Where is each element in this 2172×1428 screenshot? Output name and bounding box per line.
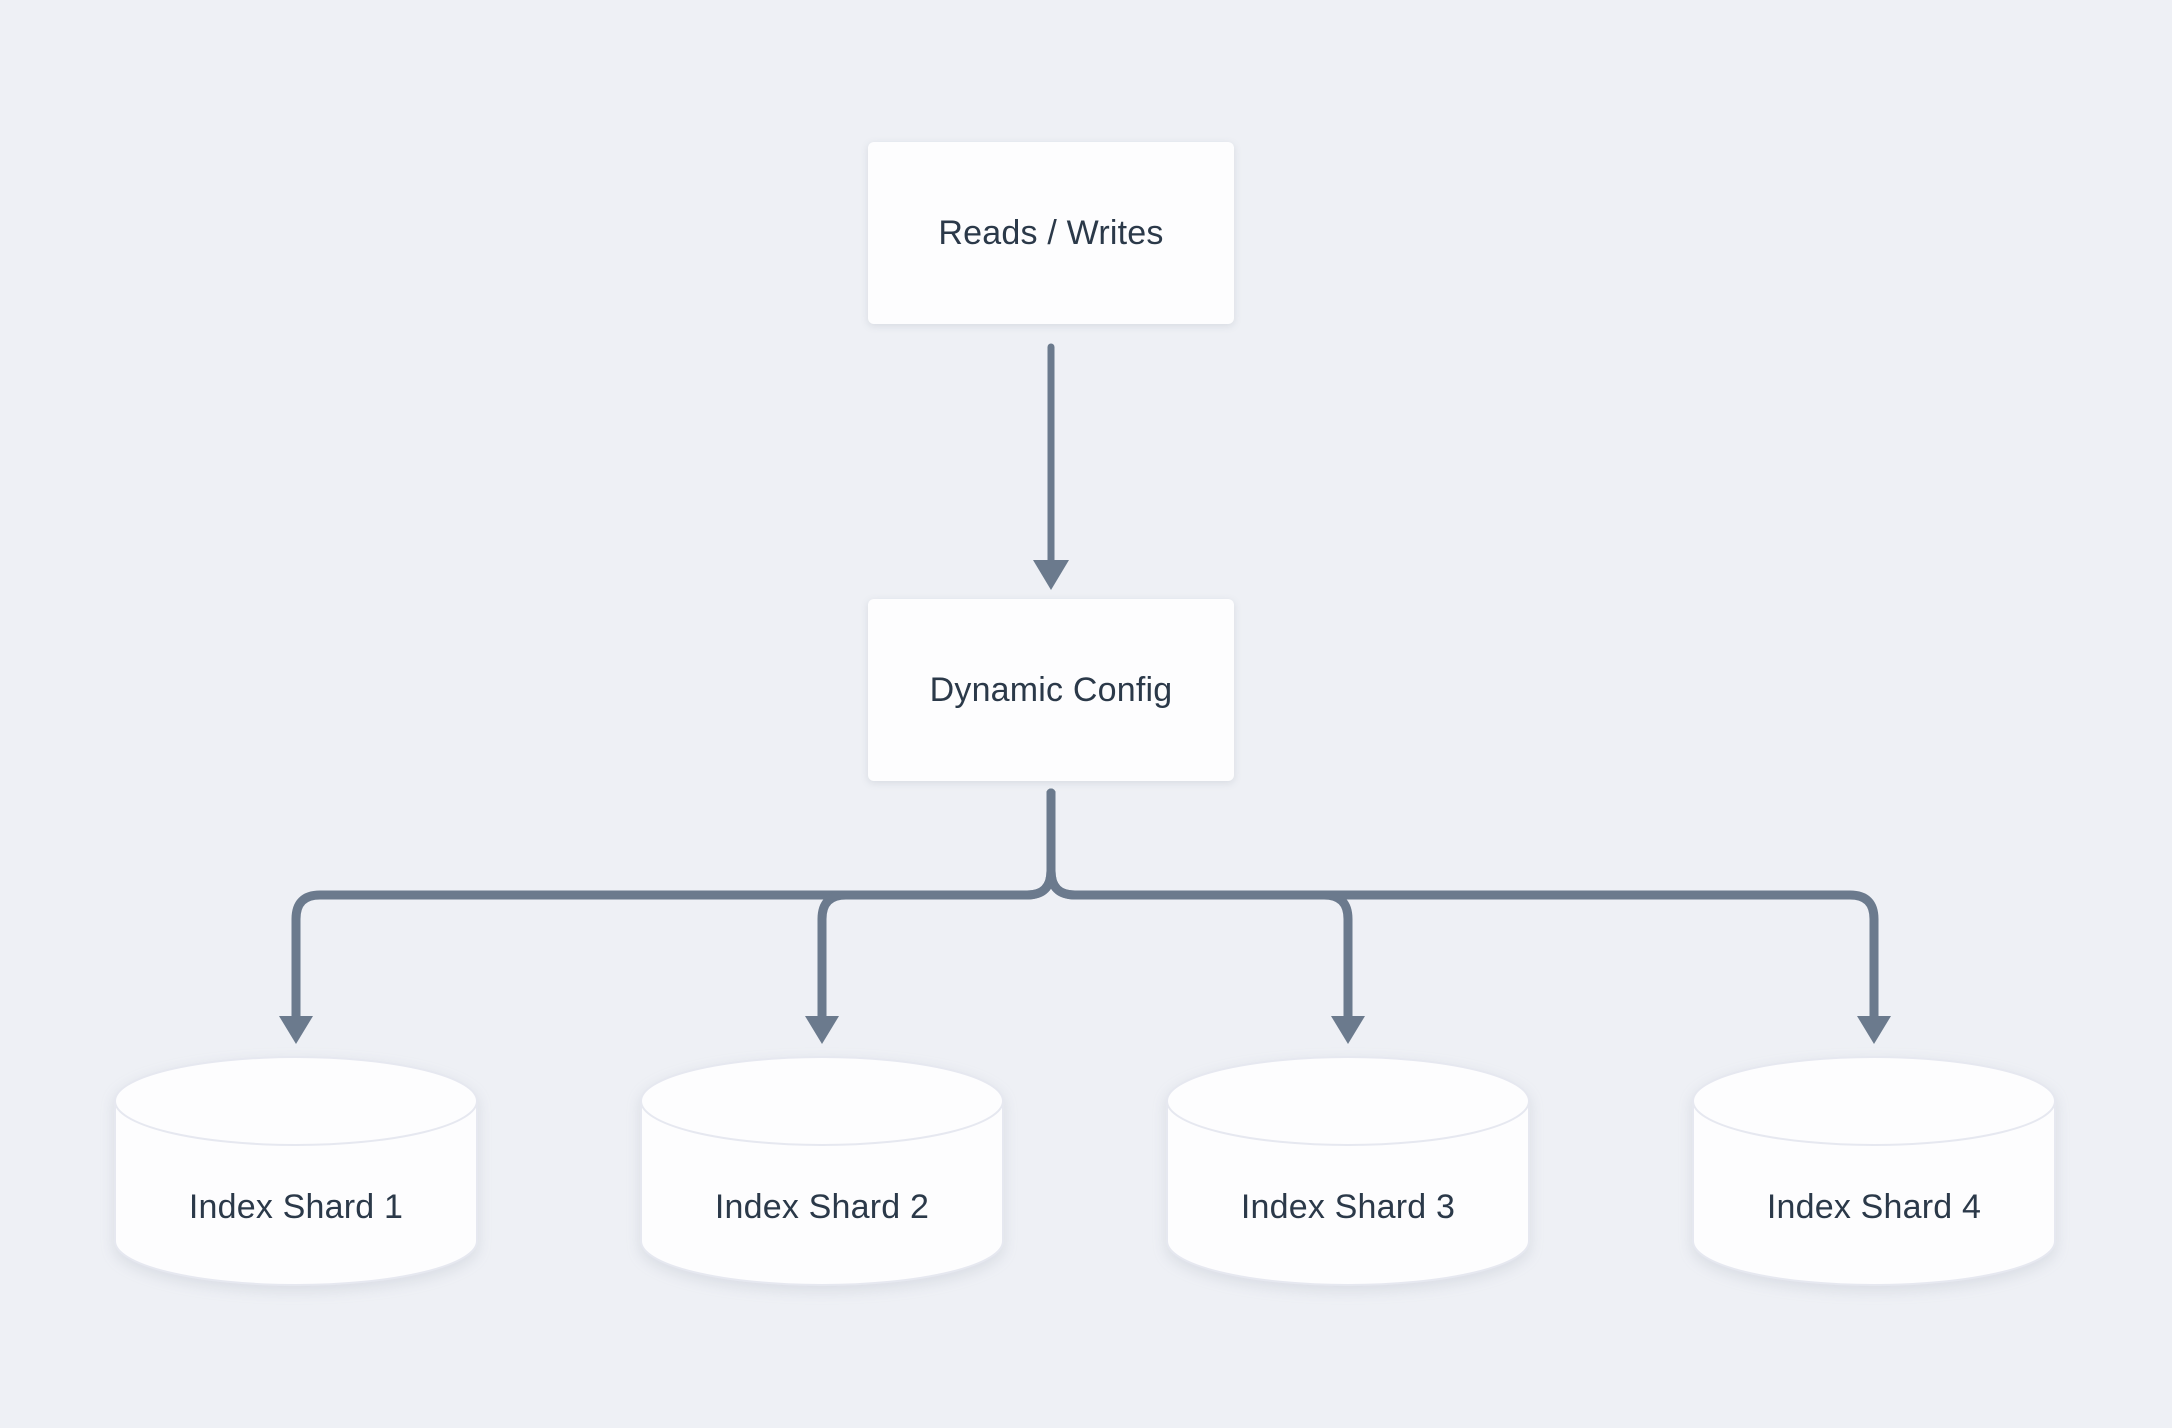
node-reads-writes: Reads / Writes xyxy=(868,142,1234,324)
node-dynamic-config-label: Dynamic Config xyxy=(929,670,1173,709)
shard-label: Index Shard 2 xyxy=(714,1188,930,1226)
node-dynamic-config: Dynamic Config xyxy=(868,599,1234,781)
database-cylinder-shard-4: Index Shard 4 xyxy=(1691,1055,2057,1287)
arrowheads-shards xyxy=(279,1016,1891,1044)
shard-label: Index Shard 3 xyxy=(1240,1188,1456,1226)
database-cylinder-shard-1: Index Shard 1 xyxy=(113,1055,479,1287)
cylinder-icon xyxy=(1692,1056,2056,1286)
database-cylinder-shard-2: Index Shard 2 xyxy=(639,1055,1005,1287)
cylinder-icon xyxy=(1166,1056,1530,1286)
cylinder-icon xyxy=(640,1056,1004,1286)
shard-label: Index Shard 4 xyxy=(1766,1188,1982,1226)
shard-label: Index Shard 1 xyxy=(188,1188,404,1226)
edge-config-to-shards xyxy=(291,788,1879,1023)
cylinder-icon xyxy=(114,1056,478,1286)
arrowhead-config xyxy=(1033,560,1069,590)
database-cylinder-shard-3: Index Shard 3 xyxy=(1165,1055,1531,1287)
node-reads-writes-label: Reads / Writes xyxy=(938,213,1164,252)
